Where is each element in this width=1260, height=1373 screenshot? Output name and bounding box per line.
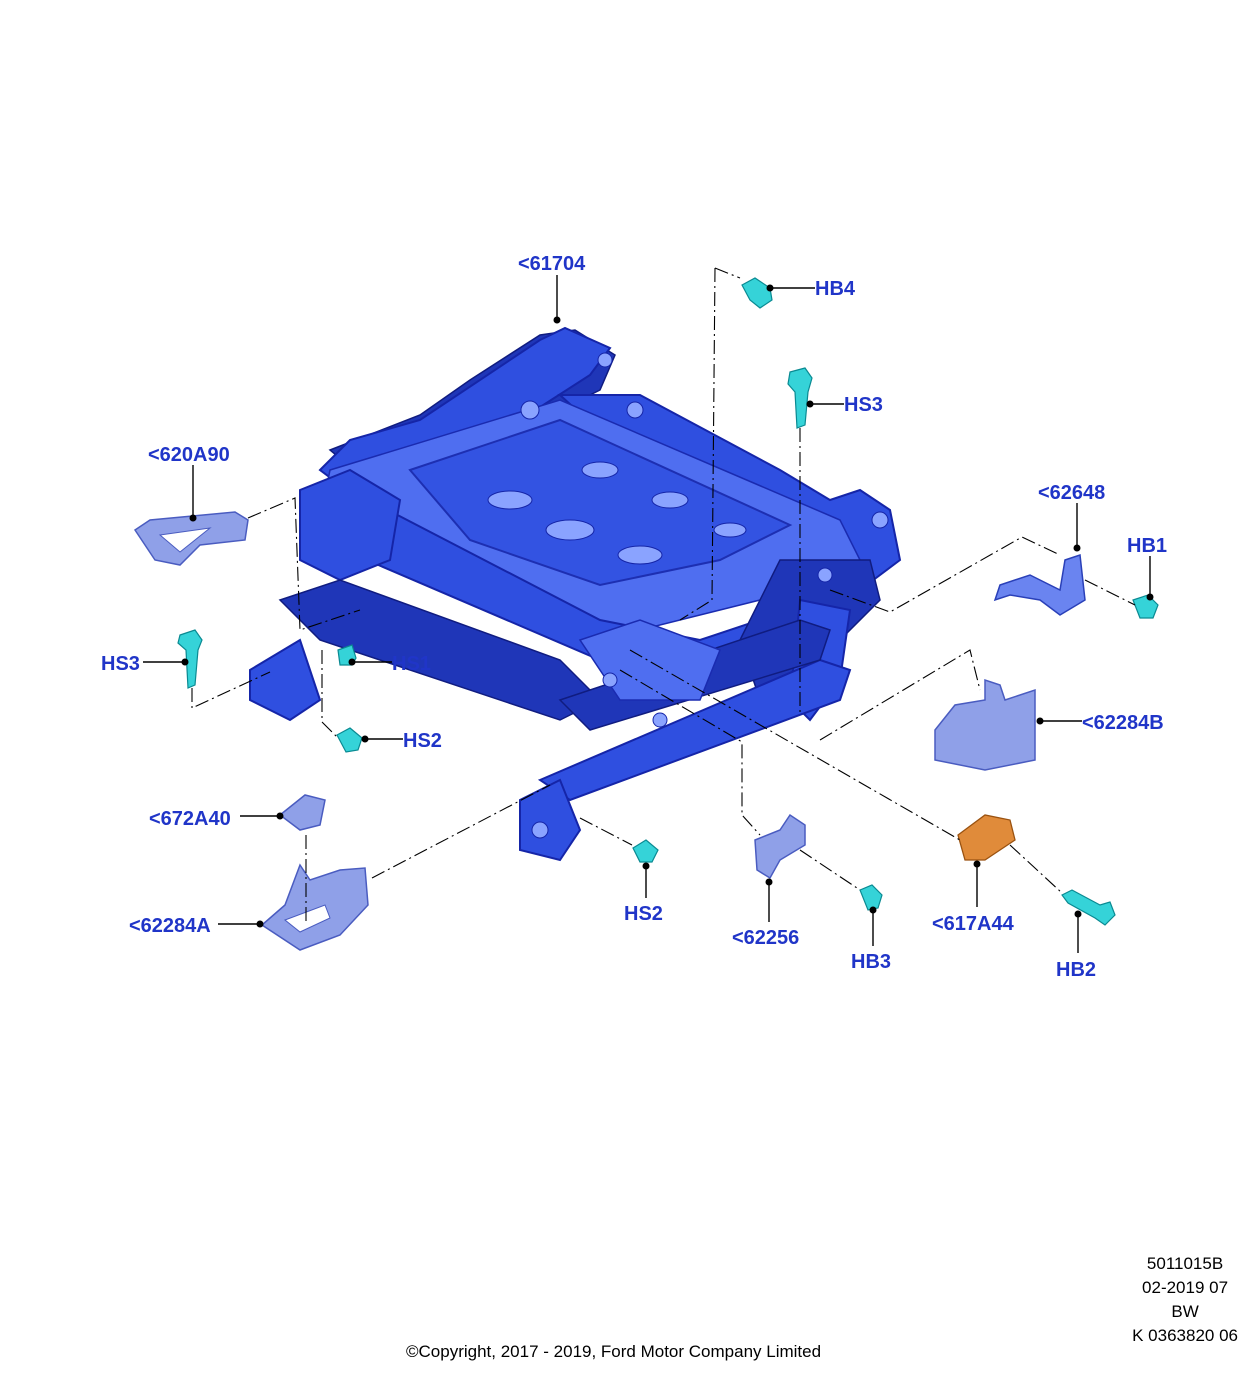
part-62284a	[260, 863, 369, 951]
label-672a40: <672A40	[149, 808, 231, 830]
bolt-hb1	[1132, 594, 1159, 619]
label-61704: <61704	[518, 253, 586, 275]
label-hs2-left: HS2	[403, 730, 442, 752]
callout-61704: <61704	[518, 253, 586, 324]
label-hb4: HB4	[815, 278, 856, 300]
label-62284a: <62284A	[129, 915, 211, 937]
label-62284b: <62284B	[1082, 712, 1164, 734]
label-hs1: HS1	[392, 653, 431, 675]
callout-hb2: HB2	[1056, 910, 1096, 981]
callout-hs3-left: HS3	[101, 653, 189, 675]
bolt-hs3-top	[787, 367, 813, 429]
callout-hs3-top: HS3	[806, 394, 883, 416]
label-620a90: <620A90	[148, 444, 230, 466]
label-617a44: <617A44	[932, 913, 1015, 935]
bolt-hs2-left	[336, 727, 363, 753]
drawing-code: 5011015B	[1146, 1254, 1224, 1273]
callout-hs2-left: HS2	[361, 730, 442, 752]
part-672a40	[278, 794, 326, 831]
copyright-notice: ©Copyright, 2017 - 2019, Ford Motor Comp…	[406, 1342, 822, 1361]
part-620a90	[133, 511, 249, 566]
bolt-hs2-bottom	[632, 839, 659, 863]
label-hs3-left: HS3	[101, 653, 140, 675]
label-62256: <62256	[732, 927, 799, 949]
bolt-hb4	[741, 277, 773, 309]
drawing-date: 02-2019 07	[1142, 1278, 1229, 1297]
callout-hs2-bottom: HS2	[624, 862, 663, 925]
part-62256	[754, 813, 806, 880]
callout-620a90: <620A90	[148, 444, 230, 522]
callout-617a44: <617A44	[932, 860, 1015, 935]
callout-62256: <62256	[732, 878, 799, 949]
drawing-meta-block: 5011015B 02-2019 07 BW K 0363820 06	[1132, 1252, 1238, 1348]
part-62284b	[934, 678, 1036, 771]
callout-hb3: HB3	[851, 906, 891, 973]
part-617a44	[957, 814, 1016, 861]
callout-62284a: <62284A	[129, 915, 264, 937]
part-62648	[993, 553, 1086, 616]
callout-62648: <62648	[1038, 482, 1105, 552]
drawing-initials: BW	[1171, 1302, 1199, 1321]
callout-hb4: HB4	[766, 278, 856, 300]
callout-62284b: <62284B	[1036, 712, 1164, 734]
label-hb2: HB2	[1056, 959, 1096, 981]
label-hs3-top: HS3	[844, 394, 883, 416]
assembly-lines	[191, 267, 1136, 925]
callout-672a40: <672A40	[149, 808, 284, 830]
label-hb1: HB1	[1127, 535, 1167, 557]
callout-hb1: HB1	[1127, 535, 1167, 601]
drawing-reference: K 0363820 06	[1132, 1326, 1238, 1345]
label-hb3: HB3	[851, 951, 891, 973]
callout-hs1: HS1	[348, 653, 431, 675]
seat-frame-61704	[249, 326, 902, 862]
label-62648: <62648	[1038, 482, 1105, 504]
bolt-hb2	[1061, 889, 1116, 926]
label-hs2-bottom: HS2	[624, 903, 663, 925]
bolt-hb3	[859, 884, 883, 911]
bolt-hs3-left	[177, 629, 203, 689]
